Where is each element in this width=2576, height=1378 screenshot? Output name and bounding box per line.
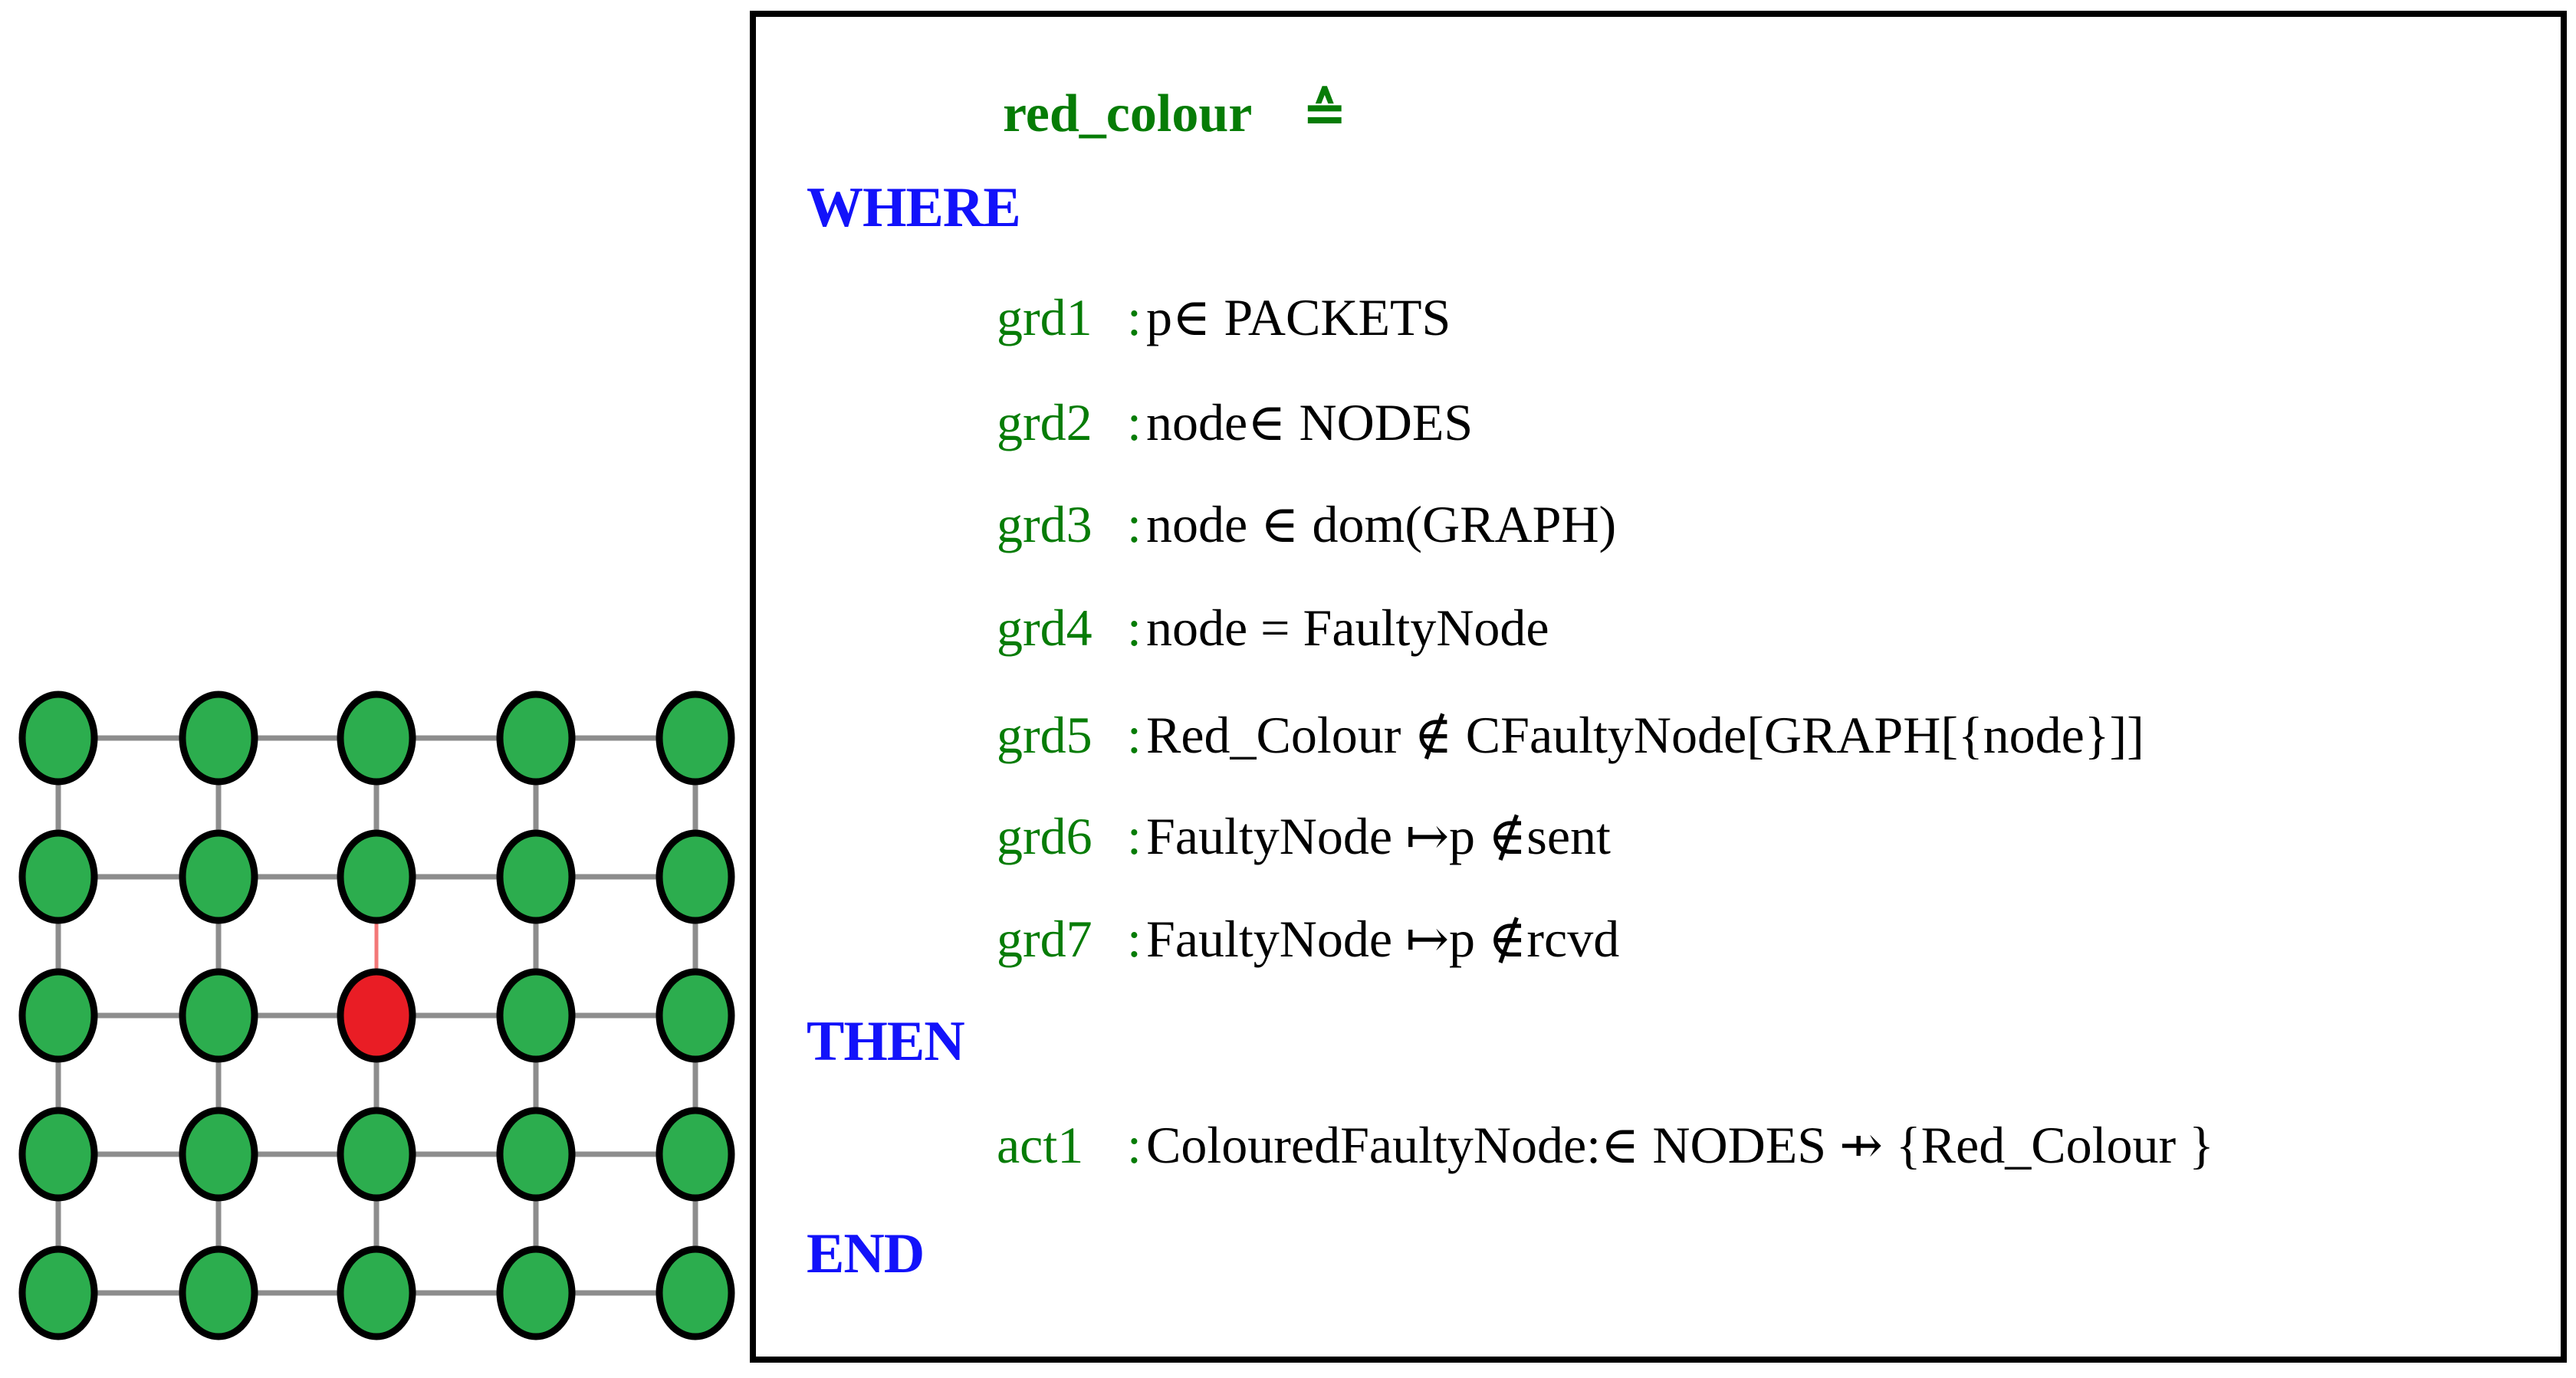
clause-predicate: FaultyNode ↦p ∉sent	[1146, 807, 1611, 865]
clause-predicate: FaultyNode ↦p ∉rcvd	[1146, 910, 1620, 968]
graph-node	[337, 1245, 416, 1340]
graph-node	[337, 691, 416, 786]
clause-predicate: p∈ PACKETS	[1146, 288, 1451, 346]
graph-node	[656, 691, 735, 786]
clause-label: grd7	[997, 910, 1092, 968]
graph-node	[179, 829, 258, 924]
graph-node	[656, 1245, 735, 1340]
event-title-line: red_colour ≙	[984, 75, 1347, 153]
clause-separator: :	[1127, 288, 1142, 346]
graph-node	[656, 1107, 735, 1202]
graph-node	[179, 968, 258, 1063]
graph-node	[496, 691, 576, 786]
graph-node	[496, 1107, 576, 1202]
clause-row: grd3 : node ∈ dom(GRAPH)	[756, 498, 2561, 564]
graph-node	[179, 1245, 258, 1340]
clause-label: grd5	[997, 706, 1092, 764]
clause-separator: :	[1127, 393, 1142, 451]
graph-node	[337, 1107, 416, 1202]
clause-row: grd4 : node = FaultyNode	[756, 602, 2561, 668]
clause-row: grd7 : FaultyNode ↦p ∉rcvd	[756, 913, 2561, 979]
clause-row: grd5 : Red_Colour ∉ CFaultyNode[GRAPH[{n…	[756, 709, 2561, 775]
keyword-where: WHERE	[807, 176, 1021, 239]
clause-predicate: ColouredFaultyNode:∈ NODES ⇸ {Red_Colour…	[1146, 1116, 2214, 1174]
graph-node	[496, 1245, 576, 1340]
defined-as-symbol: ≙	[1302, 84, 1347, 143]
event-name: red_colour	[1003, 84, 1253, 143]
graph-node	[496, 968, 576, 1063]
graph-node	[656, 968, 735, 1063]
graph-node	[179, 1107, 258, 1202]
clause-predicate: node ∈ dom(GRAPH)	[1146, 495, 1617, 553]
spec-box: red_colour ≙ WHERE grd1 : p∈ PACKETS grd2…	[750, 11, 2567, 1363]
keyword-end: END	[807, 1222, 925, 1285]
graph-node	[18, 829, 98, 924]
graph-node	[179, 691, 258, 786]
faulty-node	[337, 968, 416, 1063]
clause-label: grd2	[997, 393, 1092, 451]
network-graph	[18, 691, 735, 1340]
graph-node	[656, 829, 735, 924]
clause-label: act1	[997, 1116, 1084, 1174]
clause-separator: :	[1127, 1116, 1142, 1174]
clause-separator: :	[1127, 495, 1142, 553]
clause-separator: :	[1127, 599, 1142, 657]
clause-separator: :	[1127, 910, 1142, 968]
clause-row: act1 : ColouredFaultyNode:∈ NODES ⇸ {Red…	[756, 1119, 2561, 1185]
graph-node	[18, 1245, 98, 1340]
clause-row: grd1 : p∈ PACKETS	[756, 291, 2561, 357]
clause-separator: :	[1127, 706, 1142, 764]
clause-row: grd2 : node∈ NODES	[756, 396, 2561, 462]
graph-node	[496, 829, 576, 924]
graph-node	[18, 691, 98, 786]
clause-label: grd6	[997, 807, 1092, 865]
clause-label: grd3	[997, 495, 1092, 553]
graph-node	[18, 1107, 98, 1202]
clause-predicate: node = FaultyNode	[1146, 599, 1549, 657]
keyword-then: THEN	[807, 1010, 965, 1073]
clause-predicate: node∈ NODES	[1146, 393, 1474, 451]
graph-node	[18, 968, 98, 1063]
clause-separator: :	[1127, 807, 1142, 865]
clause-row: grd6 : FaultyNode ↦p ∉sent	[756, 810, 2561, 876]
clause-predicate: Red_Colour ∉ CFaultyNode[GRAPH[{node}]]	[1146, 706, 2144, 764]
clause-label: grd1	[997, 288, 1092, 346]
graph-node	[337, 829, 416, 924]
clause-label: grd4	[997, 599, 1092, 657]
